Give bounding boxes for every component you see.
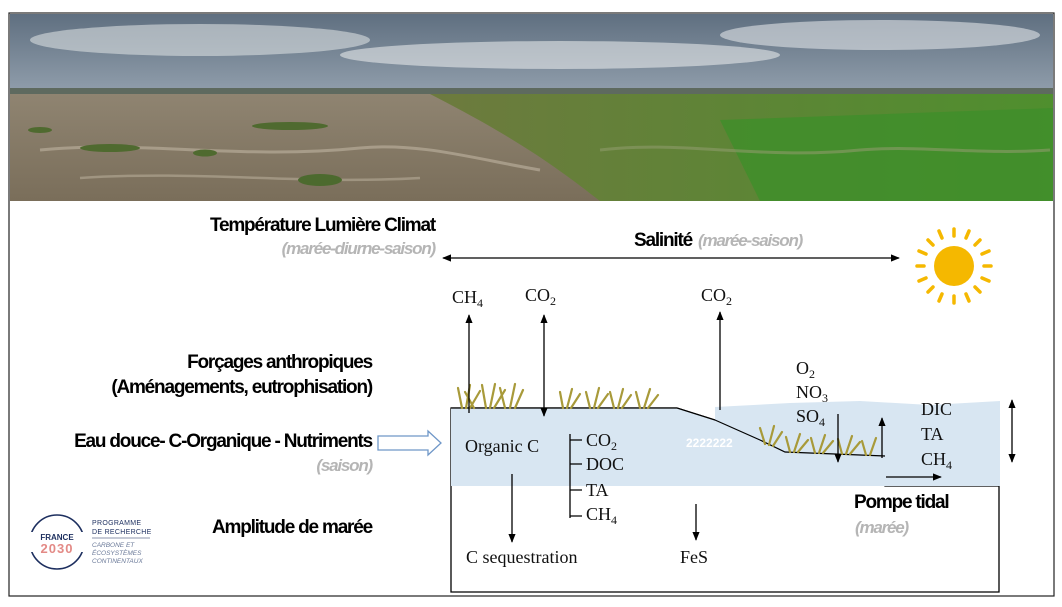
tide-amplitude-label: Amplitude de marée (212, 517, 373, 538)
france-2030-logo: FRANCE 2030 PROGRAMME DE RECHERCHE CARBO… (28, 514, 152, 570)
co2-top-right-label: CO2 (701, 285, 732, 308)
ch4-branch-label: CH4 (586, 504, 617, 527)
co2-branch-label: CO2 (586, 430, 617, 453)
ta-out-label: TA (921, 424, 944, 444)
logo-band (28, 532, 86, 552)
climate-scale: (marée-diurne-saison) (282, 239, 437, 258)
logo-program-line2: DE RECHERCHE (92, 529, 152, 536)
salt-marsh-photo (10, 14, 1053, 201)
vegetation (456, 382, 878, 457)
tidal-pump-scale: (marée) (855, 518, 910, 537)
sun-icon (915, 227, 993, 305)
doc-branch-label: DOC (586, 454, 624, 474)
freshwater-scale: (saison) (316, 456, 373, 475)
o2-label: O2 (796, 358, 815, 381)
no3-label: NO3 (796, 382, 828, 405)
so4-label: SO4 (796, 406, 825, 429)
sediment-porewater (451, 408, 885, 486)
logo-year: 2030 (41, 541, 74, 556)
salinity-label: Salinité(marée-saison) (634, 230, 804, 251)
logo-program-line3: CARBONE ET (92, 542, 135, 549)
ta-branch-label: TA (586, 480, 609, 500)
logo-program-line5: CONTINENTAUX (92, 558, 143, 565)
dic-label: DIC (921, 399, 952, 419)
logo-program-line1: PROGRAMME (92, 520, 141, 527)
organic-c-label: Organic C (465, 436, 539, 456)
logo-program-line4: ÉCOSYSTÈMES (92, 548, 142, 557)
water-ripples: 2222222 (686, 436, 733, 450)
tidal-pump-label: Pompe tidal (854, 492, 948, 513)
anthropic-label: Forçages anthropiques (187, 352, 373, 373)
co2-top-left-label: CO2 (525, 285, 556, 308)
logo-country: FRANCE (40, 533, 74, 542)
organic-c-branches (569, 434, 582, 518)
freshwater-label: Eau douce- C-Organique - Nutriments (74, 431, 373, 452)
fes-label: FeS (680, 547, 708, 567)
climate-label: Température Lumière Climat (210, 215, 437, 236)
ch4-out-label: CH4 (921, 449, 952, 472)
c-sequestration-label: C sequestration (466, 547, 577, 567)
anthropic-detail: (Aménagements, eutrophisation) (111, 377, 373, 398)
freshwater-input-arrow (377, 429, 442, 457)
ch4-top-label: CH4 (452, 287, 483, 310)
